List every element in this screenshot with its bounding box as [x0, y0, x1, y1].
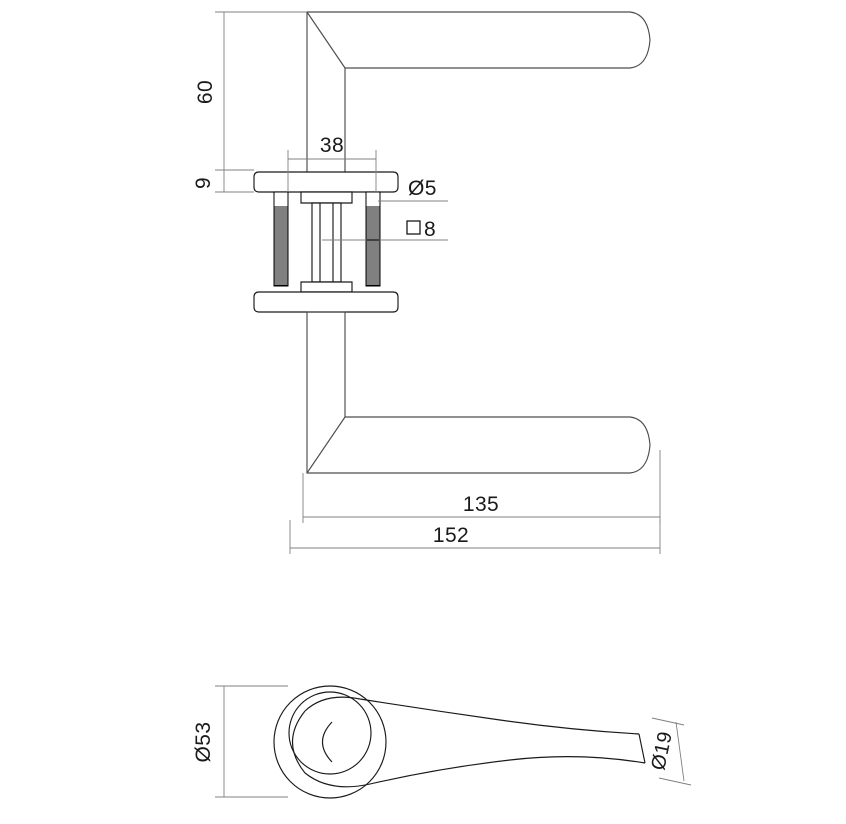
dimension-135: 135 [302, 450, 661, 523]
upper-rosette-plate [253, 171, 399, 204]
side-elevation-view: 60 9 38 Ø5 8 [192, 11, 661, 554]
dimension-label-135: 135 [463, 493, 499, 516]
square-symbol-icon [406, 220, 421, 235]
dimension-9: 9 [192, 170, 254, 193]
callout-label-diameter-5: Ø5 [408, 177, 437, 200]
dimension-38: 38 [287, 134, 377, 192]
lower-rosette-plate [253, 281, 399, 313]
dimension-label-9: 9 [192, 177, 215, 189]
plan-curved-lever [292, 696, 646, 788]
upper-lever-arm [306, 11, 651, 176]
plan-rosette-circles [273, 685, 387, 799]
lower-lever-arm [306, 311, 651, 474]
plan-view: Ø53 Ø19 [192, 685, 692, 799]
dimension-label-38: 38 [320, 134, 344, 157]
dimension-diameter-53: Ø53 [192, 685, 288, 798]
dimension-label-diameter-53: Ø53 [192, 722, 215, 763]
callout-diameter-5: Ø5 [378, 177, 448, 202]
callout-square-8: 8 [322, 218, 448, 241]
right-screw-threads [365, 206, 381, 287]
left-screw-threads [273, 206, 289, 287]
square-spindle [311, 202, 342, 283]
dimension-label-60: 60 [194, 80, 217, 104]
dimension-label-152: 152 [433, 524, 469, 547]
dimension-152: 152 [289, 520, 661, 554]
dimension-label-diameter-19: Ø19 [647, 729, 677, 772]
dimension-60: 60 [194, 11, 307, 171]
left-mounting-screw [273, 191, 289, 287]
right-mounting-screw [365, 191, 381, 287]
dimension-diameter-19: Ø19 [647, 717, 692, 786]
callout-label-square-8: 8 [424, 218, 436, 241]
